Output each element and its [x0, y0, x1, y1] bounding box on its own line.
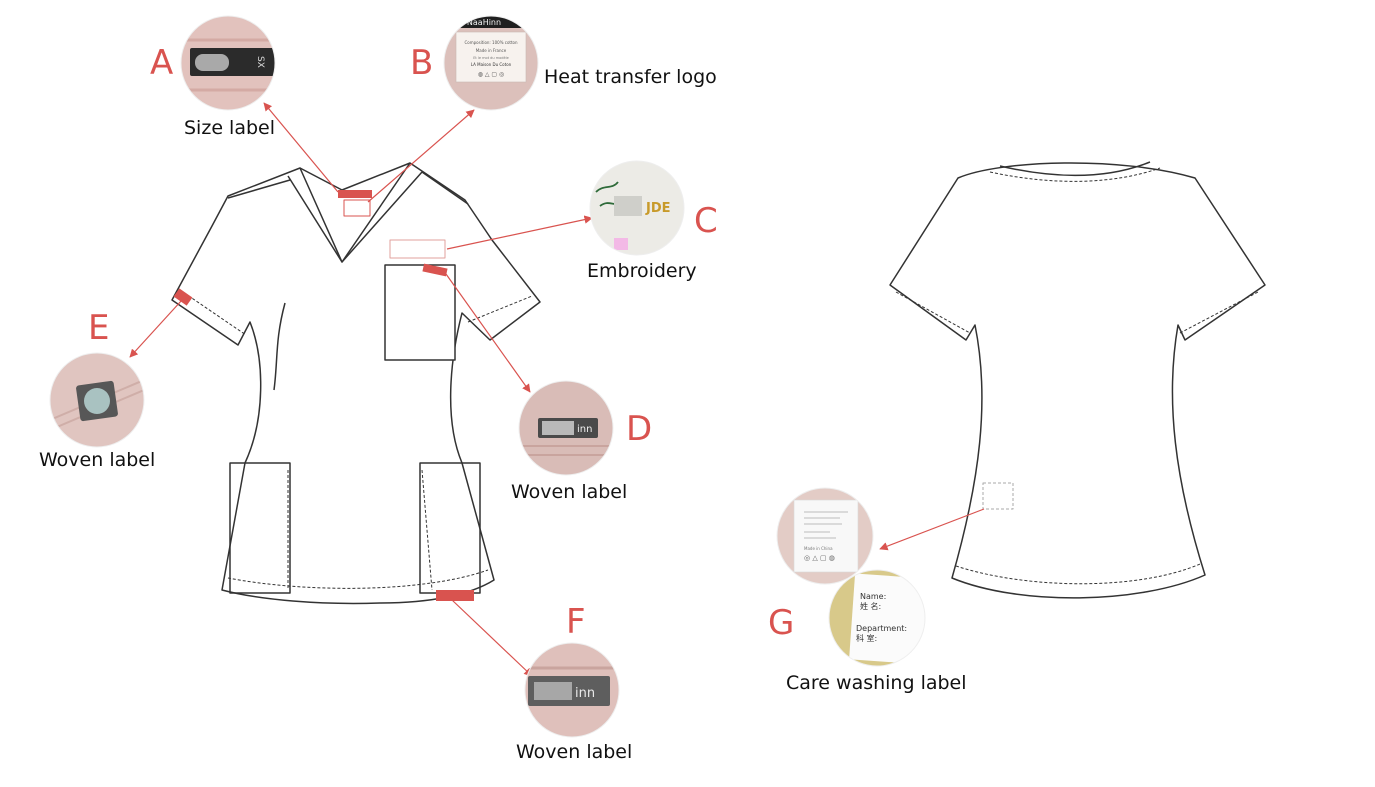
arrow-g [879, 508, 985, 551]
callout-photo-e [50, 353, 144, 447]
placement-care-label [982, 482, 1014, 510]
placement-embroidery [389, 239, 446, 259]
callout-photo-c: JDE [590, 161, 684, 255]
caption-woven-label-d: Woven label [511, 481, 628, 503]
callout-g-tag-line-2: 姓 名: [860, 601, 881, 611]
front-collar-band [287, 171, 423, 263]
arrow-e [129, 299, 183, 358]
callout-b-tag-line-2: Made in France [476, 48, 507, 53]
callout-letter-a: A [150, 43, 174, 83]
arrow-b [367, 109, 475, 203]
callout-photo-b: NaaHinn Composition: 100% cotton Made in… [444, 16, 538, 110]
callout-a-tag-text: SX [255, 56, 265, 68]
back-collar [999, 161, 1151, 177]
callout-letter-b: B [410, 43, 434, 83]
callout-c-tag-text: JDE [645, 201, 671, 216]
arrow-c [446, 215, 593, 250]
front-lower-pocket-right-stitch [421, 469, 433, 591]
arrow-a [263, 102, 339, 193]
placement-pocket-woven-label [422, 263, 448, 277]
callout-letter-f: F [566, 602, 586, 642]
front-hem-stitch [227, 569, 489, 589]
callout-b-tag-line-3: Et le mot du modèle [473, 56, 509, 60]
callout-photo-g-care: Made in China ◎ △ ▢ ◍ [777, 488, 873, 584]
callout-photo-d: inn [519, 381, 613, 475]
placement-hem-woven-label [436, 590, 474, 601]
callout-arrows [129, 102, 985, 677]
placement-sleeve-woven-label [173, 288, 193, 306]
caption-embroidery: Embroidery [587, 260, 697, 282]
caption-size-label: Size label [184, 117, 275, 139]
callout-letter-e: E [88, 308, 110, 348]
front-dart-left [273, 302, 286, 391]
callout-photo-a: SX [181, 16, 275, 110]
back-hem-stitch [955, 563, 1201, 585]
callout-letter-d: D [626, 409, 653, 449]
callout-letter-g: G [768, 603, 795, 643]
back-sleeve-cuff-left [895, 291, 971, 334]
callout-letter-c: C [694, 201, 718, 241]
arrow-d [445, 273, 531, 393]
callout-g-care-symbols: ◎ △ ▢ ◍ [804, 554, 835, 562]
front-sleeve-cuff-left [179, 289, 247, 336]
callout-d-tag-text: inn [577, 424, 592, 435]
back-garment [889, 161, 1266, 599]
caption-heat-transfer-logo: Heat transfer logo [544, 66, 717, 88]
callout-f-tag-text: inn [575, 686, 595, 701]
front-body-outline [171, 162, 541, 605]
callout-g-tag-line-3: Department: [856, 624, 907, 633]
callout-photo-f: inn [525, 643, 619, 737]
callout-g-tag-line-4: 科 室: [856, 633, 877, 643]
callout-g-care-line: Made in China [804, 546, 833, 551]
front-shoulder-seam-right [421, 171, 469, 205]
callout-g-tag-line-1: Name: [860, 592, 886, 601]
callout-b-tag-header: NaaHinn [467, 18, 501, 27]
callout-photo-g-name: Name: 姓 名: Department: 科 室: [829, 570, 925, 666]
callout-b-care-symbols: ◍ △ ▢ ◎ [478, 71, 504, 78]
front-shoulder-seam-left [227, 179, 291, 199]
callout-b-tag-line-4: LA Maison Du Coton [471, 62, 512, 67]
callout-b-tag-line-1: Composition: 100% cotton [464, 40, 518, 45]
front-sleeve-cuff-right [467, 295, 533, 323]
front-lower-pocket-left [229, 462, 291, 594]
placement-heat-transfer-logo [343, 199, 371, 217]
caption-woven-label-f: Woven label [516, 741, 633, 763]
front-chest-pocket [384, 264, 456, 361]
arrow-f [451, 599, 533, 677]
front-garment [171, 162, 541, 605]
back-body-outline [889, 162, 1266, 599]
caption-care-washing-label: Care washing label [786, 672, 967, 694]
placement-size-label [338, 190, 372, 198]
caption-woven-label-e: Woven label [39, 449, 156, 471]
